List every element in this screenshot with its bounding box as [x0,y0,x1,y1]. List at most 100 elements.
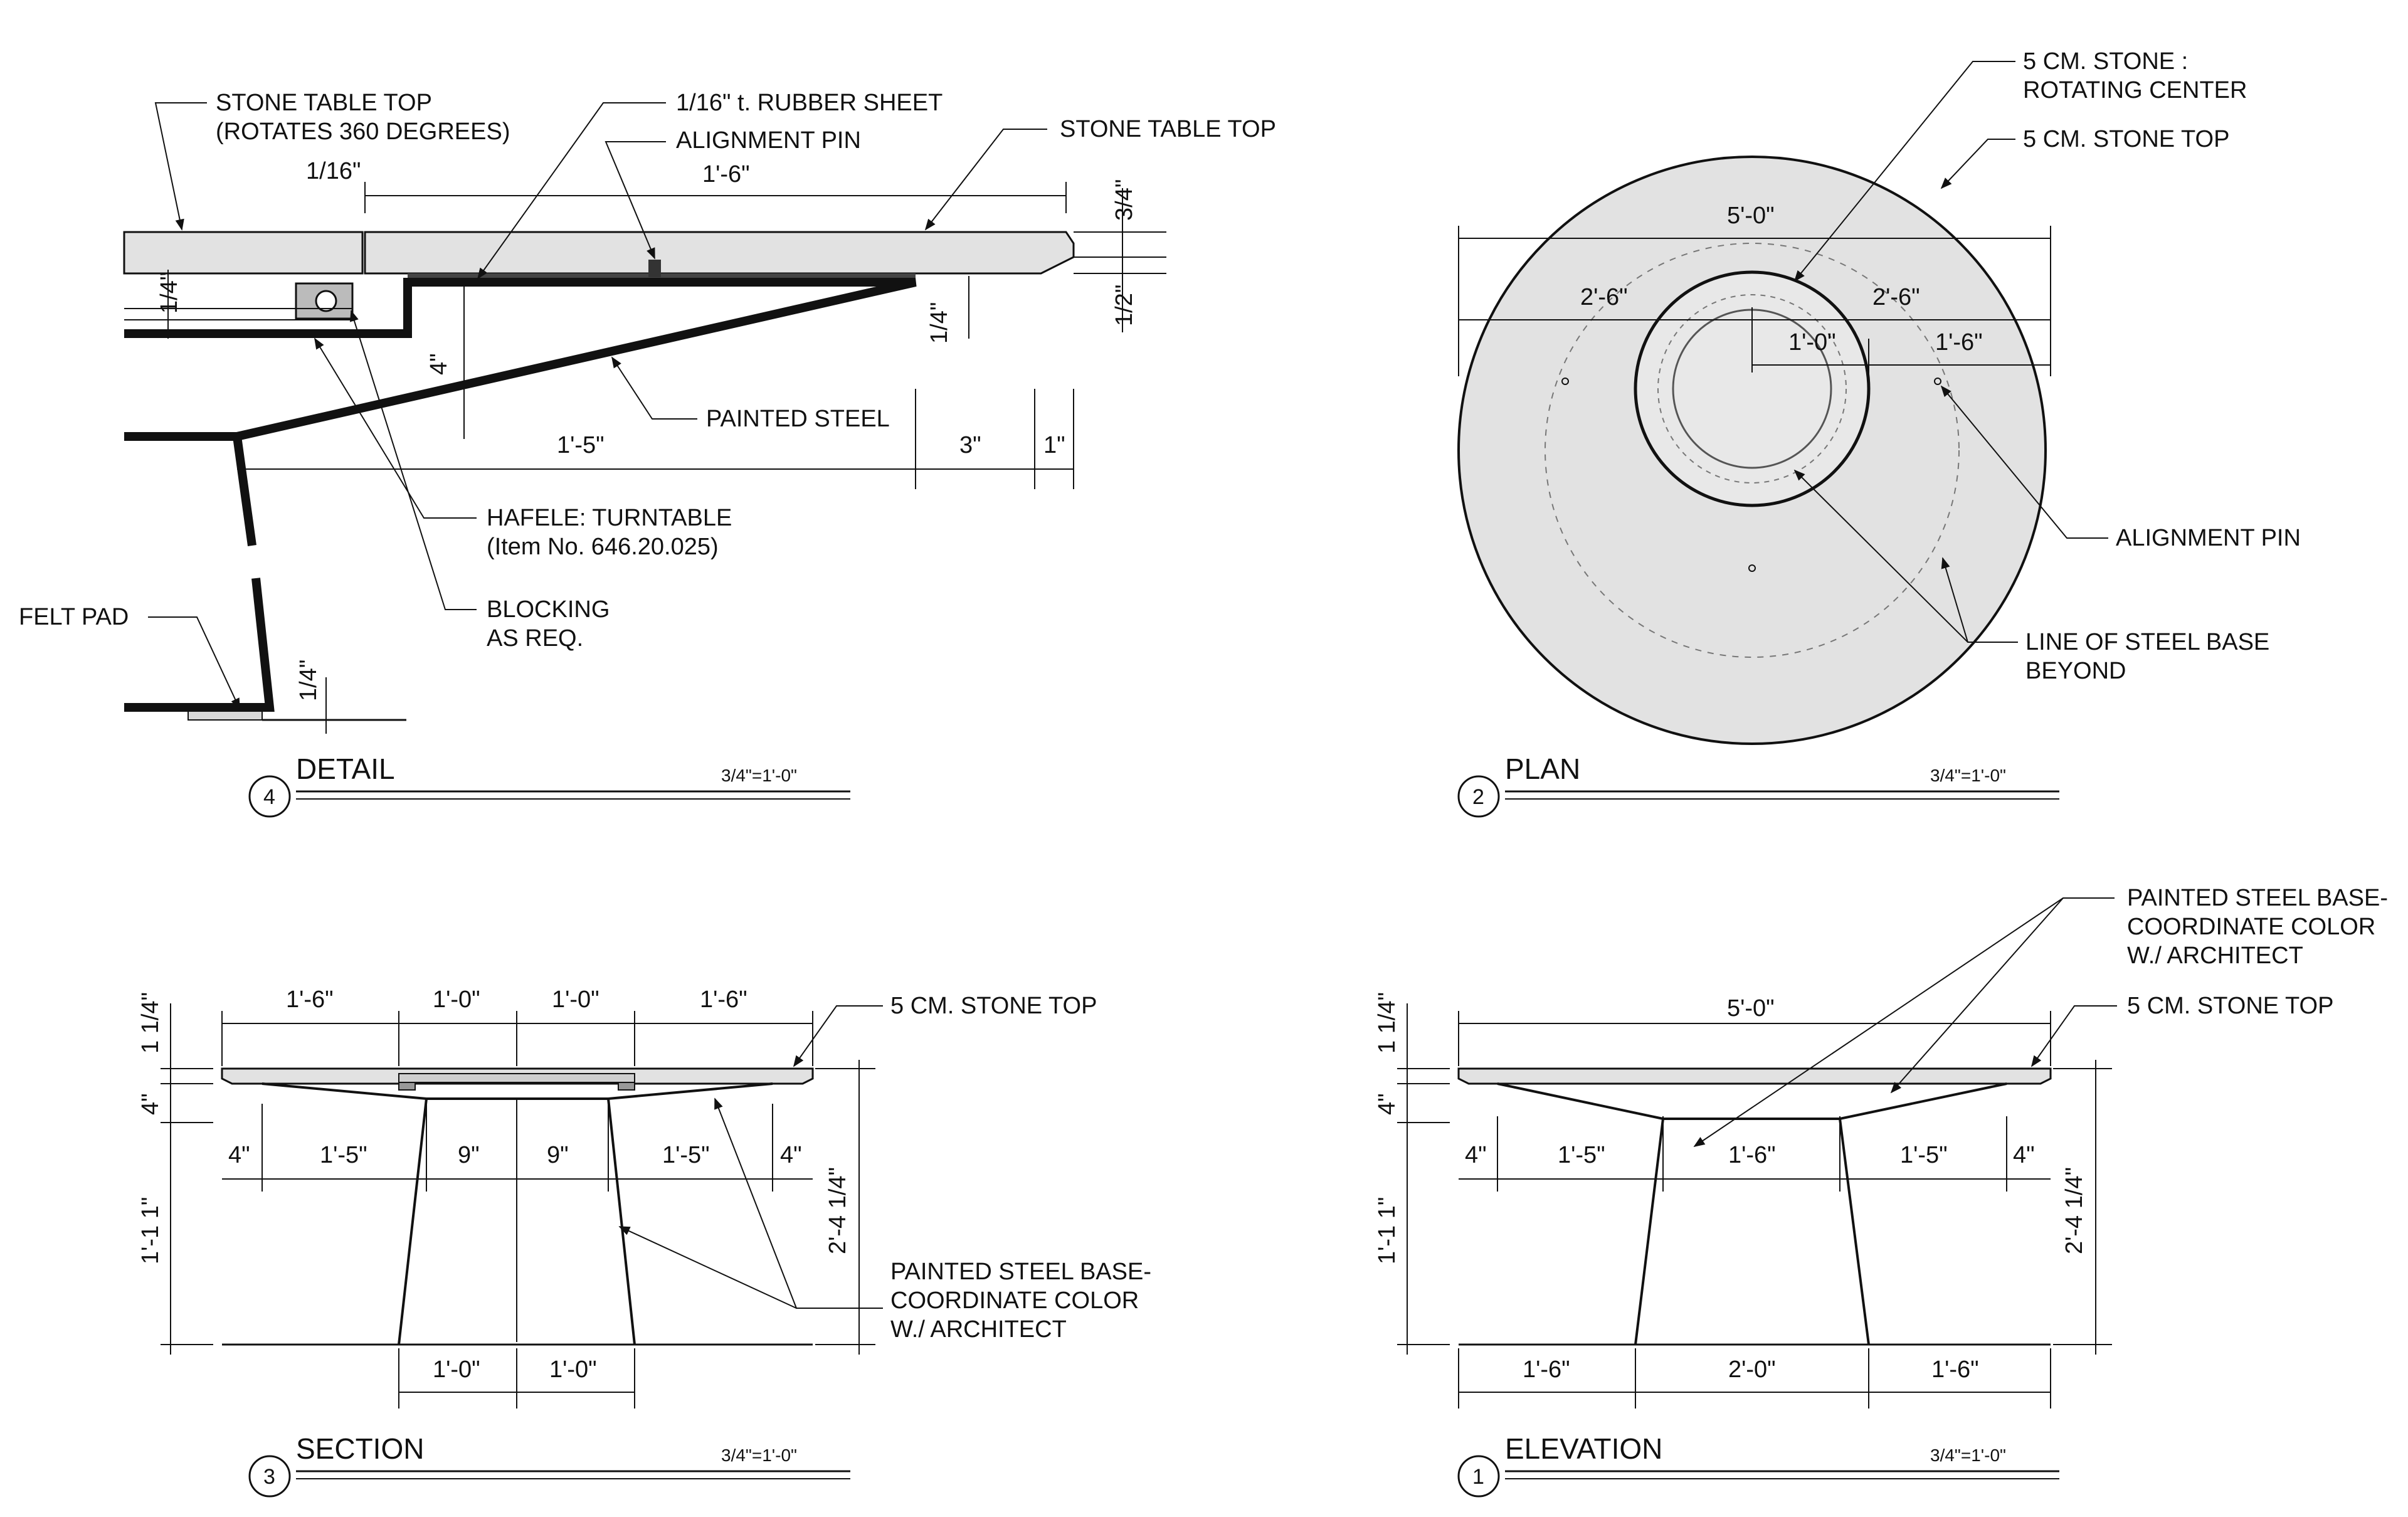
detail-label-stone-top-rotates-2: (ROTATES 360 DEGREES) [216,119,510,145]
section-title-bubble [248,1455,291,1498]
elevation-scale: 3/4"=1'-0" [1930,1446,2006,1465]
section-left-dim-leg: 1'-1 1" [137,1197,164,1264]
section-mid-dim-4: 1'-5" [662,1142,710,1168]
plan-title-number: 2 [1472,785,1484,809]
detail-label-hafele-2: (Item No. 646.20.025) [487,534,719,560]
section-label-base-1: PAINTED STEEL BASE- [890,1259,1151,1285]
plan-dim-inner: 1'-0" [1788,329,1836,356]
elevation-bottom-dim-1: 2'-0" [1728,1356,1776,1383]
detail-turntable-ball [315,290,337,312]
detail-steel-frame [124,278,917,441]
section-top-dim-3: 1'-6" [700,986,747,1013]
section-center-stone [398,1073,635,1083]
detail-scale: 3/4"=1'-0" [721,766,797,785]
detail-stone-top-rotating [123,231,364,275]
detail-title-bubble [248,775,291,818]
elevation-leg [1634,1118,1870,1345]
detail-dim-four: 4" [426,353,452,375]
section-top-dim-0: 1'-6" [286,986,334,1013]
section-leg [398,1098,636,1345]
detail-alignment-pin [648,260,661,277]
detail-view: 1/16" 1'-6" 3/4" 1/2" 1/4" 1/4" 4" 1'-5"… [19,90,1276,818]
detail-dim-quarter-left: 1/4" [156,272,182,314]
plan-rotating-center [1634,270,1871,507]
elevation-dim-overall: 5'-0" [1727,995,1775,1022]
plan-title: PLAN [1505,753,1580,785]
elevation-right-dim: 2'-4 1/4" [2061,1167,2088,1254]
plan-label-base-2: BEYOND [2025,658,2126,684]
plan-dim-right: 2'-6" [1872,284,1920,310]
section-mid-dim-5: 4" [780,1142,802,1168]
elevation-left-dim-top: 1 1/4" [1374,992,1400,1054]
plan-view: 5'-0" 2'-6" 2'-6" 1'-0" 1'-6" 5 CM. STON… [1457,48,2301,818]
plan-scale: 3/4"=1'-0" [1930,766,2006,785]
detail-label-felt-pad: FELT PAD [19,604,129,630]
detail-dim-one: 1" [1043,432,1065,458]
elevation-stone-top [1457,1067,2052,1085]
elevation-mid-dim-0: 4" [1465,1142,1487,1168]
elevation-title-number: 1 [1472,1465,1484,1489]
section-left-dim-four: 4" [137,1093,164,1115]
section-scale: 3/4"=1'-0" [721,1446,797,1465]
plan-label-center-1: 5 CM. STONE : [2023,48,2188,75]
detail-label-blocking-2: AS REQ. [487,625,583,652]
detail-label-painted-steel: PAINTED STEEL [706,406,890,432]
plan-dim-outer: 1'-6" [1935,329,1983,356]
detail-steel-leg-lower [124,578,275,712]
plan-title-bubble [1457,775,1500,818]
section-view: 1'-6" 1'-0" 1'-0" 1'-6" 4" 1'-5" 9" 9" 1… [137,986,1151,1498]
elevation-view: 5'-0" 4" 1'-5" 1'-6" 1'-5" 4" 1'-6" 2'-0… [1374,885,2388,1498]
detail-dim-three: 3" [959,432,981,458]
elevation-label-base-3: W./ ARCHITECT [2127,943,2303,969]
section-right-dim: 2'-4 1/4" [825,1167,851,1254]
elevation-bottom-dim-0: 1'-6" [1523,1356,1570,1383]
plan-dim-overall: 5'-0" [1727,203,1775,229]
elevation-title: ELEVATION [1505,1432,1662,1465]
section-label-base-2: COORDINATE COLOR [890,1287,1139,1314]
section-title: SECTION [296,1432,424,1465]
section-mid-dim-2: 9" [458,1142,480,1168]
detail-dim-thk-top: 3/4" [1111,179,1138,221]
detail-title-number: 4 [263,785,275,809]
section-mid-dim-3: 9" [547,1142,569,1168]
elevation-bottom-dim-2: 1'-6" [1931,1356,1979,1383]
section-top-dim-2: 1'-0" [552,986,599,1013]
plan-label-center-2: ROTATING CENTER [2023,77,2247,103]
section-title-number: 3 [263,1465,275,1489]
detail-stone-top-fixed [364,231,1075,275]
detail-label-hafele-1: HAFELE: TURNTABLE [487,505,732,531]
detail-label-alignment-pin: ALIGNMENT PIN [676,127,861,154]
section-bottom-dim-1: 1'-0" [549,1356,597,1383]
plan-pin-left [1561,378,1569,385]
section-mid-dim-1: 1'-5" [320,1142,367,1168]
detail-steel-leg-upper [233,436,256,546]
detail-dim-gap: 1/16" [306,158,361,184]
section-bottom-dim-0: 1'-0" [433,1356,480,1383]
plan-dim-left: 2'-6" [1580,284,1628,310]
elevation-left-dim-leg: 1'-1 1" [1374,1197,1400,1264]
elevation-mid-dim-1: 1'-5" [1558,1142,1605,1168]
plan-pin-right [1934,378,1941,385]
section-left-dim-top: 1 1/4" [137,992,164,1054]
elevation-title-bubble [1457,1455,1500,1498]
detail-felt-pad [187,711,263,721]
detail-dim-top-len: 1'-6" [702,161,750,188]
elevation-label-top: 5 CM. STONE TOP [2127,993,2333,1019]
elevation-apron [1497,1082,2007,1120]
plan-pin-bottom [1748,564,1756,572]
elevation-label-base-2: COORDINATE COLOR [2127,914,2375,940]
elevation-mid-dim-3: 1'-5" [1900,1142,1948,1168]
detail-dim-thk-half: 1/2" [1111,285,1138,326]
section-label-base-3: W./ ARCHITECT [890,1316,1067,1343]
detail-label-blocking-1: BLOCKING [487,596,610,623]
plan-label-pin: ALIGNMENT PIN [2116,525,2301,551]
plan-steel-base-line [1545,243,1960,658]
detail-label-stone-top-rotates-1: STONE TABLE TOP [216,90,432,116]
detail-dim-quarter-bottom: 1/4" [295,660,322,701]
elevation-mid-dim-4: 4" [2013,1142,2035,1168]
detail-label-stone-top: STONE TABLE TOP [1060,116,1276,142]
elevation-left-dim-four: 4" [1374,1093,1400,1115]
elevation-label-base-1: PAINTED STEEL BASE- [2127,885,2388,911]
detail-dim-quarter-right: 1/4" [926,302,953,344]
